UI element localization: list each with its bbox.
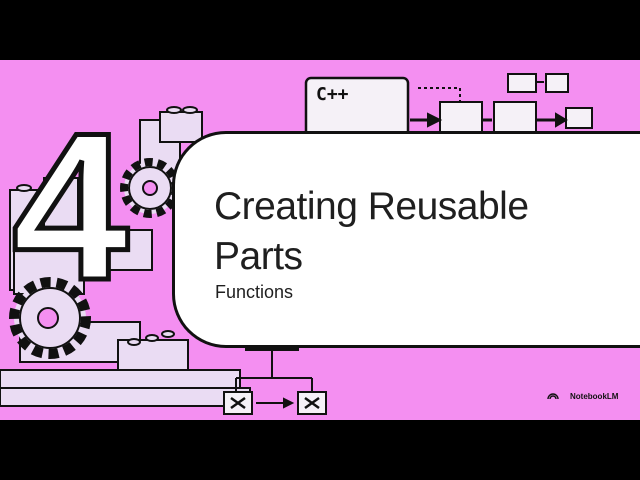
gear-icon xyxy=(120,158,180,218)
slide: 4 Creating Reusable Parts Functions C++ … xyxy=(0,60,640,420)
brand: NotebookLM xyxy=(554,392,618,401)
slide-title-line-2: Parts xyxy=(214,235,303,278)
slide-title-line-1: Creating Reusable xyxy=(214,185,529,228)
title-card xyxy=(172,131,640,348)
brand-label: NotebookLM xyxy=(570,392,619,401)
gear-icon xyxy=(9,277,91,359)
slide-subtitle: Functions xyxy=(215,282,294,302)
notebooklm-logo-icon xyxy=(547,393,559,400)
section-number: 4 xyxy=(10,89,132,324)
code-language-label: C++ xyxy=(316,84,349,105)
